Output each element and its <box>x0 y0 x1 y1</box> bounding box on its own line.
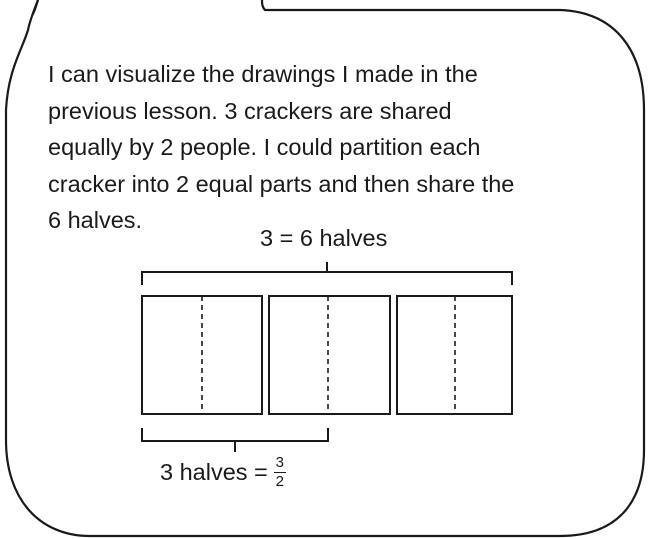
bottom-bracket-label: 3 halves = 3 2 <box>160 455 286 490</box>
text-line: 6 halves. <box>48 207 143 233</box>
explanation-text: I can visualize the drawings I made in t… <box>48 56 608 239</box>
text-line: cracker into 2 equal parts and then shar… <box>48 170 515 197</box>
fraction-bar <box>273 472 286 473</box>
cracker-2 <box>268 295 391 415</box>
text-line: I can visualize the drawings I made in t… <box>48 61 478 87</box>
bottom-bracket <box>141 428 329 452</box>
text-line: previous lesson. 3 crackers are shared <box>48 97 452 124</box>
bottom-label-text: 3 halves = <box>160 459 268 485</box>
text-line: equally by 2 people. I could partition e… <box>48 134 481 160</box>
fraction-denominator: 2 <box>275 473 284 490</box>
fraction: 3 2 <box>273 454 286 490</box>
top-bracket-label: 3 = 6 halves <box>260 225 388 251</box>
top-bracket <box>141 262 513 285</box>
fraction-numerator: 3 <box>275 454 284 471</box>
